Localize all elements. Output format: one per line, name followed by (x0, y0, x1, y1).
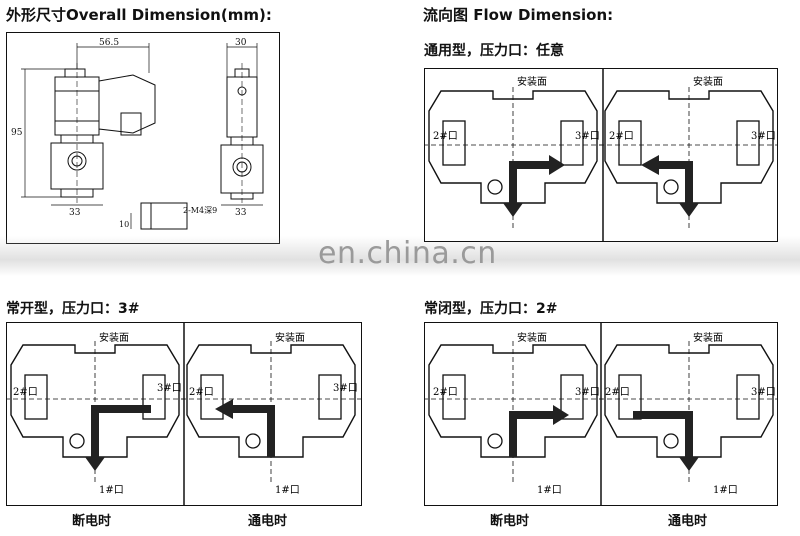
normally-open-valve-off (4, 340, 186, 486)
mount-label: 安装面 (275, 331, 305, 344)
port1-label: 1#口 (537, 485, 562, 496)
flow-dimension-heading: 流向图 Flow Dimension: (423, 6, 614, 24)
port2-label: 2#口 (189, 387, 214, 398)
offset-dimension-label: 10 (119, 220, 129, 229)
width-dimension-label: 56.5 (99, 38, 119, 48)
mount-label: 安装面 (693, 75, 723, 88)
universal-type-heading: 通用型，压力口：任意 (424, 43, 564, 59)
normally-closed-off-caption: 断电时 (490, 514, 530, 529)
port1-label: 1#口 (713, 485, 738, 496)
universal-valve-right (598, 86, 780, 232)
watermark-band (0, 236, 800, 276)
port1-label: 1#口 (275, 485, 300, 496)
mount-label: 安装面 (517, 331, 547, 344)
mount-label: 安装面 (99, 331, 129, 344)
overall-dimension-drawing: 56.5 30 95 33 33 2-M4深9 10 (6, 32, 280, 244)
normally-closed-valve-off (422, 340, 604, 486)
mount-label: 安装面 (693, 331, 723, 344)
normally-open-valve-on (180, 340, 362, 486)
normally-open-heading: 常开型，压力口：3# (6, 301, 140, 317)
normally-open-flow-panel: 安装面 2#口 3#口 1#口 安装面 2#口 3#口 1#口 (4, 322, 362, 506)
normally-open-off-caption: 断电时 (72, 514, 112, 529)
port3-label: 3#口 (751, 387, 776, 398)
port3-label: 3#口 (157, 383, 182, 394)
side-width-dimension-label: 30 (235, 38, 247, 48)
thread-dimension-label: 2-M4深9 (183, 206, 217, 215)
height-dimension-label: 95 (11, 128, 23, 138)
normally-closed-flow-panel: 安装面 2#口 3#口 1#口 安装面 2#口 3#口 1#口 (422, 322, 780, 506)
front-base-dimension-label: 33 (69, 208, 81, 218)
dimension-drawing-svg: 56.5 30 95 33 33 2-M4深9 10 (11, 38, 264, 230)
normally-closed-on-caption: 通电时 (668, 514, 708, 529)
port1-label: 1#口 (99, 485, 124, 496)
port2-label: 2#口 (609, 131, 634, 142)
normally-open-on-caption: 通电时 (248, 514, 288, 529)
port3-label: 3#口 (751, 131, 776, 142)
normally-closed-heading: 常闭型，压力口：2# (424, 301, 558, 317)
mount-label: 安装面 (517, 75, 547, 88)
normally-closed-flow-svg: 安装面 2#口 3#口 1#口 安装面 2#口 3#口 1#口 (422, 323, 780, 505)
normally-closed-valve-on (598, 340, 780, 486)
universal-valve-left (422, 86, 604, 232)
universal-flow-panel: 安装面 2#口 3#口 安装面 2#口 3#口 (422, 68, 780, 242)
universal-flow-svg: 安装面 2#口 3#口 安装面 2#口 3#口 (422, 69, 780, 241)
overall-dimension-heading: 外形尺寸Overall Dimension(mm): (6, 6, 272, 24)
side-base-dimension-label: 33 (235, 208, 247, 218)
port2-label: 2#口 (13, 387, 38, 398)
port2-label: 2#口 (605, 387, 630, 398)
port2-label: 2#口 (433, 387, 458, 398)
normally-open-flow-svg: 安装面 2#口 3#口 1#口 安装面 2#口 3#口 1#口 (4, 323, 362, 505)
port3-label: 3#口 (575, 387, 600, 398)
port3-label: 3#口 (333, 383, 358, 394)
port3-label: 3#口 (575, 131, 600, 142)
port2-label: 2#口 (433, 131, 458, 142)
